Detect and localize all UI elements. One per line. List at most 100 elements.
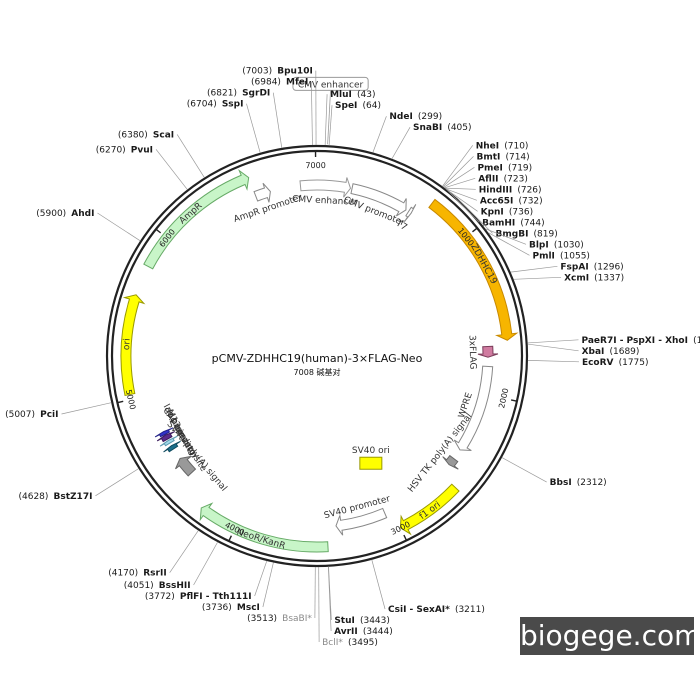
feature-cap-binding-site <box>163 440 181 453</box>
site-leader-bstz17i <box>95 468 139 497</box>
site-leader-spei <box>328 105 333 146</box>
feature-label-3xflag: 3xFLAG <box>467 335 478 370</box>
site-pos-paer7i-pspxi-xhoi: (1683) <box>693 336 700 346</box>
feature-t7 <box>404 204 417 222</box>
site-name-xcmi: XcmI <box>564 273 589 283</box>
site-leader-hindiii <box>444 187 476 190</box>
site-layer: MluI (43)SpeI (64)NdeI (299)SnaBI (405)N… <box>5 67 700 649</box>
backbone-outer-ring <box>105 144 529 568</box>
site-name-stui: StuI <box>334 616 355 626</box>
site-name-msci: MscI <box>237 603 260 613</box>
site-leader-scai <box>176 134 205 178</box>
site-leader-sspi <box>246 103 261 153</box>
site-name-scai: ScaI <box>153 130 174 140</box>
site-pos-ahdi: (5900) <box>36 209 66 219</box>
feature-sv40-promoter <box>335 507 388 536</box>
tick-label-3000: 3000 <box>389 520 411 537</box>
site-pos-bbsi: (2312) <box>577 478 607 488</box>
site-label-bstz17i: (4628) BstZ17I <box>18 484 92 503</box>
site-leader-mfei <box>311 81 313 146</box>
site-leader-pflfi-tth111i <box>254 560 268 597</box>
site-label-pvui: (6270) PvuI <box>96 137 153 156</box>
site-leader-kpni <box>446 189 478 212</box>
site-leader-mlui <box>324 94 328 146</box>
site-leader-blpi <box>485 228 527 245</box>
feature-label-zdhhc19: ZDHHC19 <box>468 242 498 286</box>
site-name-bsshii: BssHII <box>159 581 191 591</box>
site-name-acc65i: Acc65I <box>480 196 514 206</box>
site-leader-avrii <box>327 566 332 632</box>
site-name-pmei: PmeI <box>477 163 502 173</box>
site-label-bsshii: (4051) BssHII <box>124 573 191 592</box>
site-label-pmli: PmlI (1055) <box>532 243 589 262</box>
site-pos-rsrii: (4170) <box>108 569 138 579</box>
site-pos-bmgbi: (819) <box>534 229 558 239</box>
site-name-mfei: MfeI <box>286 78 308 88</box>
feature-zdhhc19 <box>428 198 519 341</box>
site-pos-bstz17i: (4628) <box>18 492 48 502</box>
site-name-snabi: SnaBI <box>413 123 442 133</box>
site-pos-sspi: (6704) <box>187 100 217 110</box>
feature-m13-rev <box>154 427 174 438</box>
site-name-spei: SpeI <box>335 101 357 111</box>
tick-label-2000: 2000 <box>497 387 510 409</box>
site-name-bmti: BmtI <box>476 152 500 162</box>
site-name-avrii: AvrII <box>334 627 358 637</box>
site-pos-hindiii: (726) <box>517 185 541 195</box>
site-name-hindiii: HindIII <box>479 185 513 195</box>
site-name-bsabi: BsaBI* <box>282 614 312 624</box>
feature-leader-cmv-enhancer <box>327 90 331 145</box>
site-label-xbai: XbaI (1689) <box>582 339 640 358</box>
site-label-stui: StuI (3443) <box>334 608 390 627</box>
site-label-pcii: (5007) PciI <box>5 402 58 421</box>
site-pos-ecorv: (1775) <box>619 358 649 368</box>
tick-mark-5000 <box>117 400 124 404</box>
site-pos-blpi: (1030) <box>554 240 584 250</box>
site-label-nhei: NheI (710) <box>476 133 529 152</box>
site-pos-avrii: (3444) <box>363 627 393 637</box>
site-pos-pflfi-tth111i: (3772) <box>145 592 175 602</box>
site-leader-fspai <box>510 265 558 273</box>
site-pos-pvui: (6270) <box>96 145 126 155</box>
site-label-bmti: BmtI (714) <box>476 144 529 163</box>
site-name-bpu10i: Bpu10I <box>277 67 313 77</box>
site-pos-bpu10i: (7003) <box>242 67 272 77</box>
site-name-mlui: MluI <box>330 90 352 100</box>
site-name-csii-sexai: CsiI - SexAI* <box>388 605 450 615</box>
site-leader-pmei <box>443 167 475 188</box>
feature-3xflag <box>477 345 499 358</box>
site-pos-scai: (6380) <box>118 130 148 140</box>
site-leader-ahdi <box>97 212 141 242</box>
site-name-sspi: SspI <box>222 100 244 110</box>
site-label-snabi: SnaBI (405) <box>413 115 471 134</box>
tick-mark-6000 <box>155 228 162 234</box>
site-name-rsrii: RsrII <box>143 569 166 579</box>
site-name-fspai: FspAI <box>560 262 588 272</box>
site-label-kpni: KpnI (736) <box>481 199 533 218</box>
feature-lac-operator <box>159 435 178 447</box>
site-name-pcii: PciI <box>40 410 58 420</box>
site-label-mlui: MluI (43) <box>330 82 375 101</box>
site-label-bcli: BclI* (3495) <box>322 630 378 649</box>
site-pos-ndei: (299) <box>418 112 442 122</box>
feature-ampr-promoter <box>253 182 271 203</box>
site-label-xcmi: XcmI (1337) <box>564 265 624 284</box>
feature-ori <box>120 294 146 397</box>
site-pos-bsshii: (4051) <box>124 581 154 591</box>
feature-label-cmv-enhancer: CMV enhancer <box>292 195 358 208</box>
feature-ampr <box>143 169 250 270</box>
site-name-ndei: NdeI <box>389 112 412 122</box>
feature-hsv-tk-poly-a-signal <box>442 454 459 470</box>
site-label-bamhi: BamHI (744) <box>482 210 545 229</box>
site-pos-fspai: (1296) <box>594 262 624 272</box>
site-pos-kpni: (736) <box>509 207 533 217</box>
site-label-ahdi: (5900) AhdI <box>36 201 94 220</box>
site-label-mfei: (6984) MfeI <box>251 70 308 89</box>
site-name-bamhi: BamHI <box>482 218 515 228</box>
site-name-bstz17i: BstZ17I <box>54 492 93 502</box>
site-pos-bmti: (714) <box>505 152 529 162</box>
site-pos-csii-sexai: (3211) <box>455 605 485 615</box>
feature-label-sv40-ori: SV40 ori <box>352 446 390 456</box>
site-label-fspai: FspAI (1296) <box>560 254 623 273</box>
